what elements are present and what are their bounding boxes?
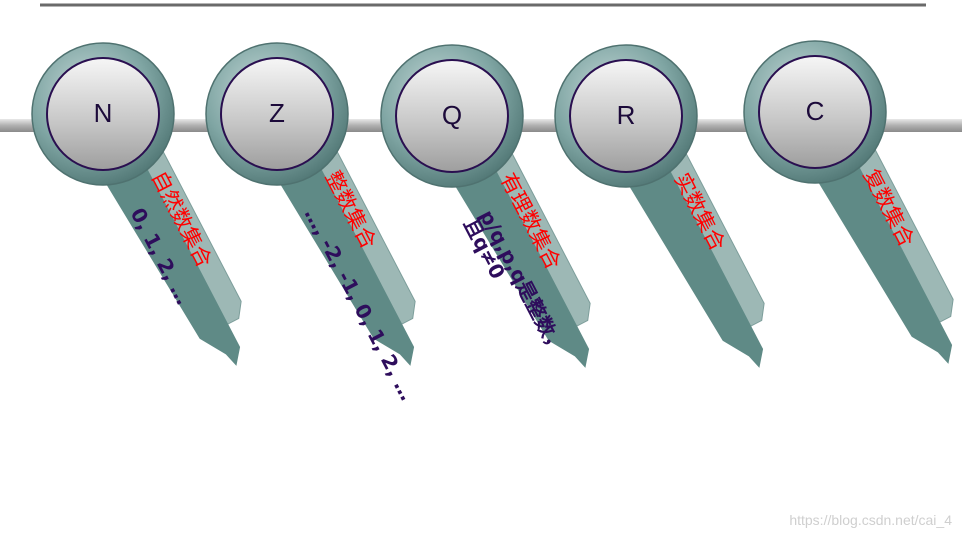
set-symbol: Z bbox=[269, 98, 285, 128]
set-ring-n: N bbox=[31, 42, 175, 186]
inner-disc bbox=[220, 57, 334, 171]
inner-disc bbox=[569, 59, 683, 173]
tag-front-strip bbox=[435, 131, 590, 368]
set-ring-c: C bbox=[743, 40, 887, 184]
set-ring-q: Q bbox=[380, 44, 524, 188]
tag-front-strip bbox=[609, 131, 764, 368]
set-ring-r: R bbox=[554, 44, 698, 188]
set-symbol: R bbox=[617, 100, 636, 130]
set-symbol: Q bbox=[442, 100, 462, 130]
set-ring-z: Z bbox=[205, 42, 349, 186]
tag-front-strip bbox=[260, 129, 415, 366]
watermark: https://blog.csdn.net/cai_4 bbox=[789, 512, 952, 528]
inner-disc bbox=[395, 59, 509, 173]
set-symbol: C bbox=[806, 96, 825, 126]
inner-disc bbox=[758, 55, 872, 169]
set-symbol: N bbox=[94, 98, 113, 128]
inner-disc bbox=[46, 57, 160, 171]
tag-front-strip bbox=[798, 127, 953, 364]
tag-front-strip bbox=[86, 129, 241, 366]
